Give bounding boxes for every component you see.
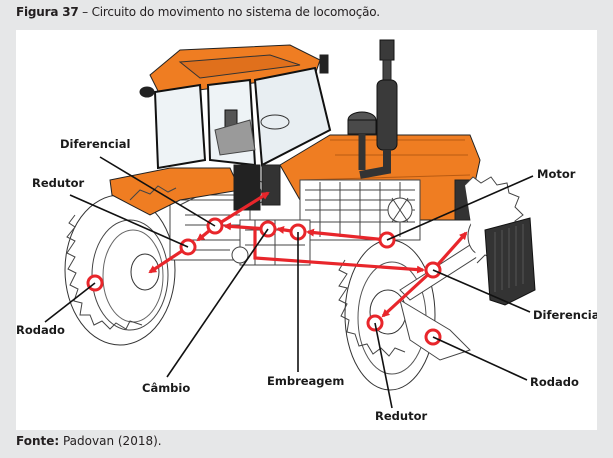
source-label: Fonte:	[16, 434, 60, 448]
label-rodado-front: Rodado	[16, 323, 65, 337]
tractor-illustration	[44, 39, 536, 409]
leader-diferencial-front	[99, 156, 216, 227]
counterweight	[484, 217, 536, 306]
path-diferencial-redutor-rear	[381, 268, 435, 318]
label-redutor-front: Redutor	[32, 176, 85, 190]
leader-redutor-front	[69, 194, 189, 248]
leader-redutor-rear	[374, 322, 393, 409]
leader-motor	[386, 175, 534, 241]
figure-caption: Figura 37 – Circuito do movimento no sis…	[16, 5, 380, 19]
label-redutor-rear: Redutor	[375, 409, 428, 423]
tractor-body	[64, 39, 536, 391]
figure-number: Figura 37	[16, 5, 79, 19]
label-rodado-rear: Rodado	[530, 375, 579, 389]
path-diferencial-front-up	[214, 191, 270, 228]
label-embreagem: Embreagem	[267, 374, 345, 388]
cab	[139, 44, 332, 211]
caption-separator: –	[78, 5, 92, 19]
caption-title: Circuito do movimento no sistema de loco…	[91, 5, 380, 19]
figure-source: Fonte: Padovan (2018).	[16, 434, 162, 448]
label-diferencial-rear: Diferencial	[533, 308, 597, 322]
path-cambio-rear-shaft	[253, 229, 425, 274]
label-motor: Motor	[537, 167, 576, 181]
leader-diferencial-rear	[432, 269, 531, 313]
leader-rodado-rear	[432, 336, 528, 381]
path-motor-embreagem	[306, 228, 388, 242]
front-frame	[109, 167, 241, 216]
engine-block	[299, 179, 421, 241]
leader-cambio	[166, 228, 269, 378]
label-diferencial-front: Diferencial	[60, 137, 131, 151]
leader-lines	[44, 156, 534, 409]
figure-panel: Diferencial Redutor Rodado Câmbio Embrea…	[16, 30, 597, 430]
exhaust-stack	[347, 39, 398, 179]
label-cambio: Câmbio	[142, 381, 191, 395]
source-text: Padovan (2018).	[59, 434, 162, 448]
front-left-wheel	[64, 194, 176, 346]
leader-rodado-front	[44, 282, 96, 323]
